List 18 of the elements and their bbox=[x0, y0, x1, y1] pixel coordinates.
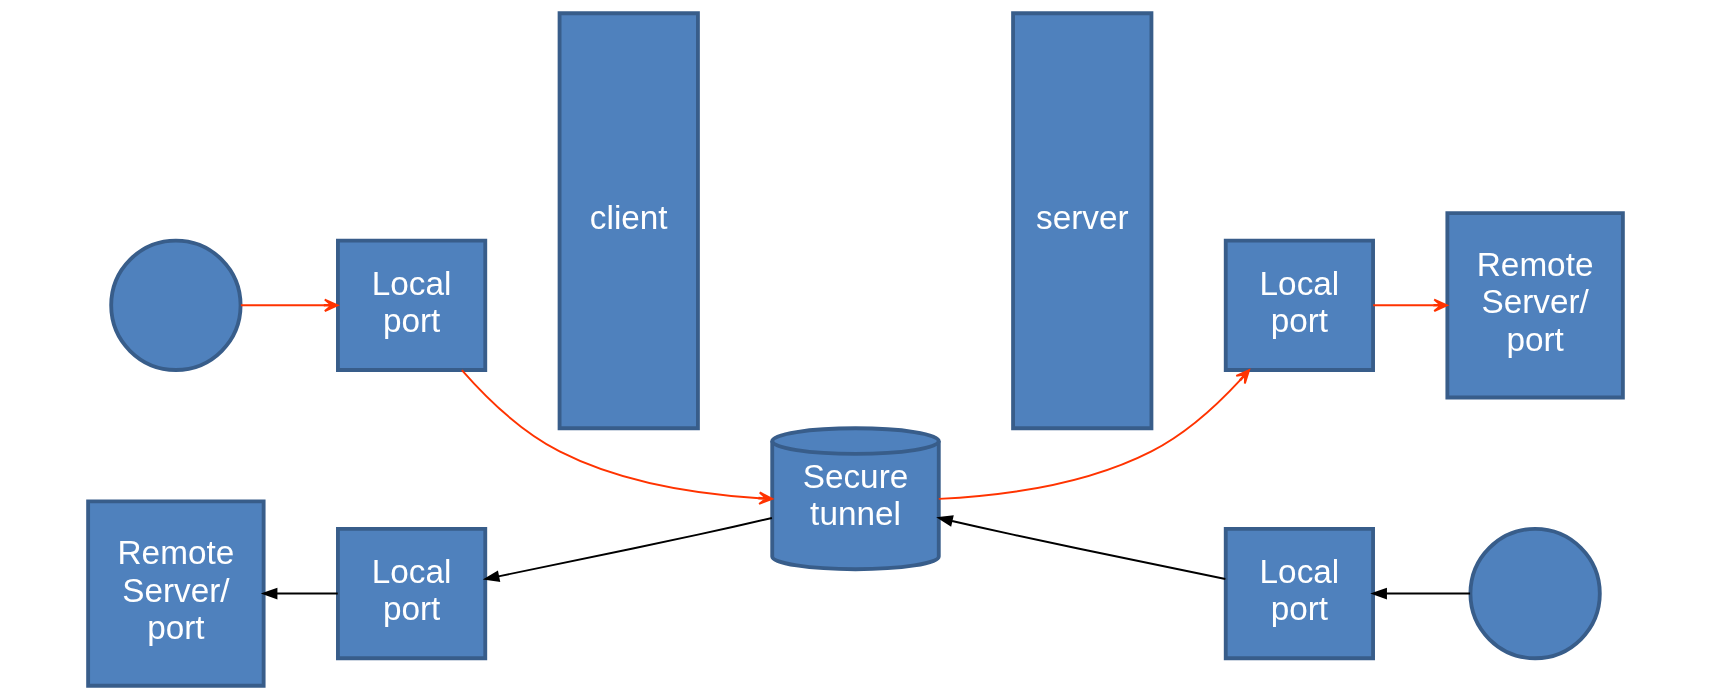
node-box: Local port bbox=[336, 526, 488, 661]
arrow bbox=[936, 515, 1227, 580]
arrow bbox=[260, 587, 339, 600]
node-box: Local port bbox=[1223, 238, 1375, 372]
node-box: server bbox=[1011, 11, 1154, 431]
arrow bbox=[460, 369, 774, 505]
arrow bbox=[482, 517, 773, 582]
node-box: Local port bbox=[336, 238, 488, 372]
arrow bbox=[1372, 298, 1448, 313]
node-circle bbox=[1468, 526, 1602, 661]
arrow bbox=[239, 298, 339, 313]
node-box: Remote Server/ port bbox=[86, 499, 266, 688]
node-box: client bbox=[557, 11, 700, 431]
arrow bbox=[1370, 587, 1472, 600]
node-circle bbox=[109, 238, 243, 372]
node-box: Remote Server/ port bbox=[1445, 211, 1625, 400]
arrow bbox=[937, 369, 1251, 500]
node-box: Local port bbox=[1223, 526, 1375, 661]
